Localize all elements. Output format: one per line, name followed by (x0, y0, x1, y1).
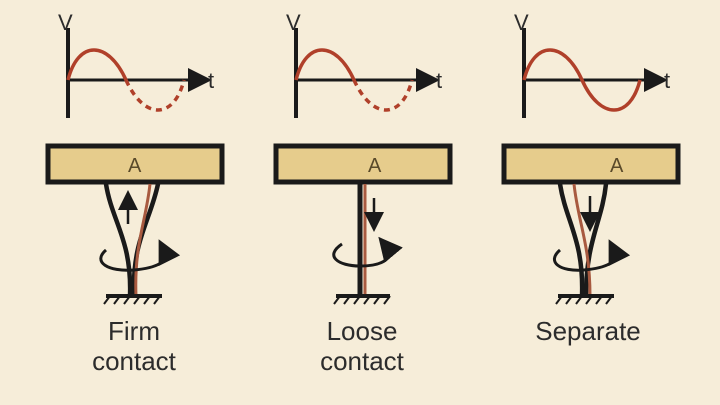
spring-left-arm (103, 183, 133, 297)
waveform-chart: V t (286, 10, 442, 118)
panel-loose-contact: V t A Loose contact (273, 10, 453, 376)
voltage-label: V (514, 10, 529, 35)
waveform-chart: V t (514, 10, 670, 118)
voltage-label: V (58, 10, 73, 35)
waveform-chart: V t (58, 10, 214, 118)
rotation-arrow (332, 236, 403, 268)
caption-line-1: Separate (535, 316, 641, 346)
caption-line-1: Firm (108, 316, 160, 346)
contact-assembly: A (45, 143, 225, 305)
plate (45, 143, 225, 185)
plate (273, 143, 453, 185)
rotation-arrow (99, 239, 181, 272)
sine-wave-solid (294, 48, 356, 81)
panel-separate: V t A Separate (501, 10, 681, 346)
spring-right-arm (131, 183, 161, 297)
caption-line-2: contact (320, 346, 405, 376)
ground-hatch (333, 295, 391, 305)
plate-label: A (128, 155, 142, 177)
wire-red (134, 183, 152, 297)
sine-wave (522, 48, 642, 112)
time-label: t (208, 68, 214, 93)
caption-line-1: Loose (327, 316, 398, 346)
sine-wave-dashed (124, 79, 186, 112)
plate (501, 143, 681, 185)
panel-firm-contact: V t A Firm contact (45, 10, 225, 376)
spring-left-arm (557, 183, 585, 297)
ground-hatch (555, 295, 613, 305)
contact-assembly: A (273, 143, 453, 305)
plate-label: A (610, 155, 624, 177)
rotation-arrow (552, 239, 631, 272)
voltage-label: V (286, 10, 301, 35)
ground-hatch (103, 295, 161, 305)
sine-wave-solid (66, 48, 128, 81)
spring-right-arm (583, 183, 609, 297)
contact-assembly: A (501, 143, 681, 305)
wire-red (572, 183, 592, 297)
plate-label: A (368, 155, 382, 177)
caption-line-2: contact (92, 346, 177, 376)
sine-wave-dashed (352, 79, 414, 112)
time-label: t (436, 68, 442, 93)
time-label: t (664, 68, 670, 93)
